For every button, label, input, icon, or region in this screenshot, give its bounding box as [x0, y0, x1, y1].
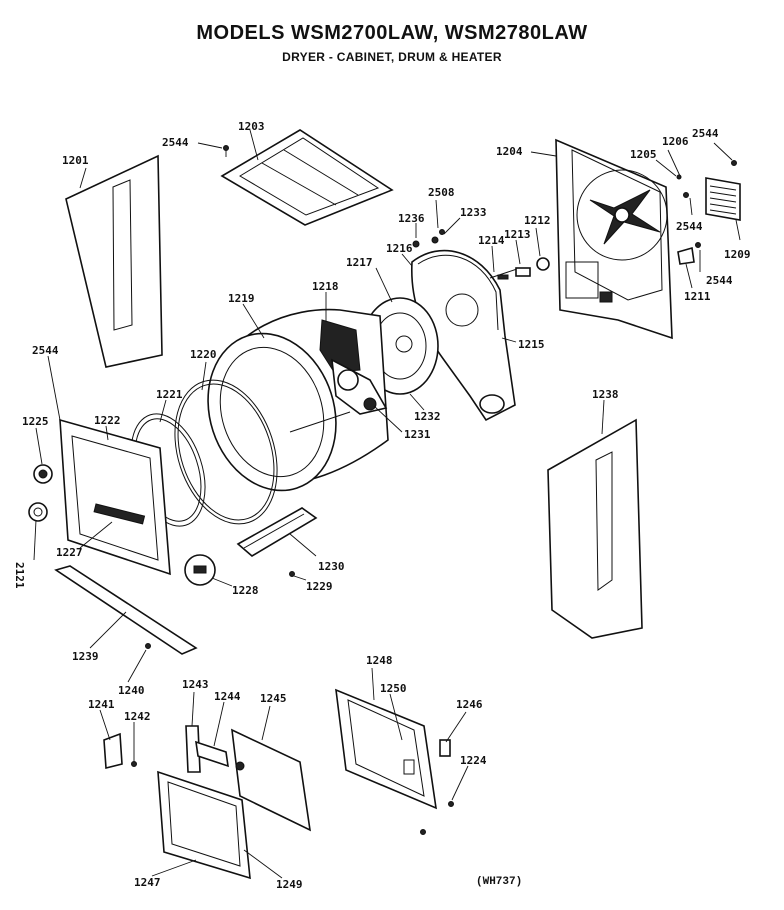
label-1243: 1243 [182, 678, 209, 691]
screw-1229-icon [289, 571, 295, 577]
label-2544-rear-mid: 2544 [676, 220, 703, 233]
part-1245-door-outer-panel [231, 728, 312, 832]
label-1229: 1229 [306, 580, 333, 593]
label-1228: 1228 [232, 584, 259, 597]
label-1227: 1227 [56, 546, 83, 559]
part-1212-thermostat [536, 257, 550, 271]
part-1213-thermostat [515, 267, 531, 277]
label-1211: 1211 [684, 290, 711, 303]
label-1233: 1233 [460, 206, 487, 219]
label-1204: 1204 [496, 145, 523, 158]
part-1248-door-inner-panel [335, 688, 437, 810]
part-1243-hinge-bracket [185, 725, 201, 773]
label-1236: 1236 [398, 212, 425, 225]
label-1212: 1212 [524, 214, 551, 227]
label-1206: 1206 [662, 135, 689, 148]
label-2544-rear-top: 2544 [692, 127, 719, 140]
label-2544-front: 2544 [32, 344, 59, 357]
label-1242: 1242 [124, 710, 151, 723]
part-1209-vent-grille [705, 177, 741, 221]
label-1214: 1214 [478, 234, 505, 247]
label-1239: 1239 [72, 650, 99, 663]
label-1247: 1247 [134, 876, 161, 889]
label-1221: 1221 [156, 388, 183, 401]
part-2121-lamp [28, 502, 48, 522]
part-1241-hinge-left [103, 732, 123, 770]
label-1222: 1222 [94, 414, 121, 427]
label-1245: 1245 [260, 692, 287, 705]
part-1201-left-side-panel [65, 154, 163, 368]
part-1211-clip [677, 246, 695, 265]
label-1216: 1216 [386, 242, 413, 255]
label-1218: 1218 [312, 280, 339, 293]
label-1230: 1230 [318, 560, 345, 573]
label-1213: 1213 [504, 228, 531, 241]
diagram-subtitle: DRYER - CABINET, DRUM & HEATER [282, 50, 502, 64]
label-1209: 1209 [724, 248, 751, 261]
diagram-title: MODELS WSM2700LAW, WSM2780LAW [196, 22, 588, 44]
screws-1224-icon [420, 801, 454, 835]
label-1238: 1238 [592, 388, 619, 401]
part-1236-1233-2508-fasteners [412, 229, 445, 248]
label-2508: 2508 [428, 186, 455, 199]
label-1248: 1248 [366, 654, 393, 667]
part-1203-top-panel [220, 129, 394, 226]
leader-lines [33, 129, 741, 879]
part-1222-front-panel [59, 418, 171, 576]
part-1228-door-catch [184, 554, 216, 586]
label-1231: 1231 [404, 428, 431, 441]
label-1203: 1203 [238, 120, 265, 133]
part-1246-door-latch [439, 739, 451, 757]
part-labels: 1201 1203 2544 1204 1206 2544 1205 2508 … [13, 120, 751, 891]
screw-2544-top-icon [223, 145, 229, 157]
part-1225-switch [33, 464, 53, 484]
part-1238-right-side-panel [547, 418, 643, 639]
label-1240: 1240 [118, 684, 145, 697]
label-1215: 1215 [518, 338, 545, 351]
label-1241: 1241 [88, 698, 115, 711]
label-2121: 2121 [13, 562, 26, 589]
part-1244-hinge [195, 740, 229, 768]
part-1218-support-bracket [319, 319, 388, 415]
label-1205: 1205 [630, 148, 657, 161]
label-1249: 1249 [276, 878, 303, 891]
label-1246: 1246 [456, 698, 483, 711]
label-1201: 1201 [62, 154, 89, 167]
screws-2544-rear-icon [676, 160, 737, 248]
label-2544-top: 2544 [162, 136, 189, 149]
label-1225: 1225 [22, 415, 49, 428]
label-2544-rear-low: 2544 [706, 274, 733, 287]
label-1244: 1244 [214, 690, 241, 703]
label-1224: 1224 [460, 754, 487, 767]
label-1250: 1250 [380, 682, 407, 695]
reference-code: (WH737) [476, 876, 522, 888]
part-1230-filter [236, 507, 318, 557]
label-1220: 1220 [190, 348, 217, 361]
label-1232: 1232 [414, 410, 441, 423]
label-1219: 1219 [228, 292, 255, 305]
part-1214-heater-element [489, 267, 521, 280]
label-1217: 1217 [346, 256, 373, 269]
screw-1242-icon [131, 761, 137, 767]
part-1239-toe-panel [54, 565, 198, 655]
screw-1240-icon [145, 643, 151, 649]
part-1204-rear-panel [555, 138, 673, 340]
part-1247-door-frame [157, 770, 251, 880]
